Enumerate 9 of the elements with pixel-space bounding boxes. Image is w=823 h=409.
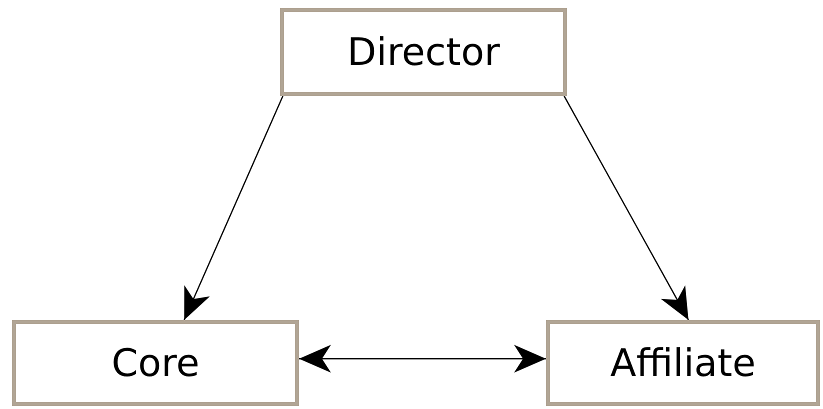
box-label: Director [347,33,500,71]
entity-box [280,8,567,96]
arrow [564,96,690,320]
arrow [184,96,284,320]
entity-box [12,320,299,406]
box-label: Affiliate [610,344,756,382]
box-label: Core [112,344,200,382]
arrow [299,344,546,373]
entity-box [546,320,820,406]
